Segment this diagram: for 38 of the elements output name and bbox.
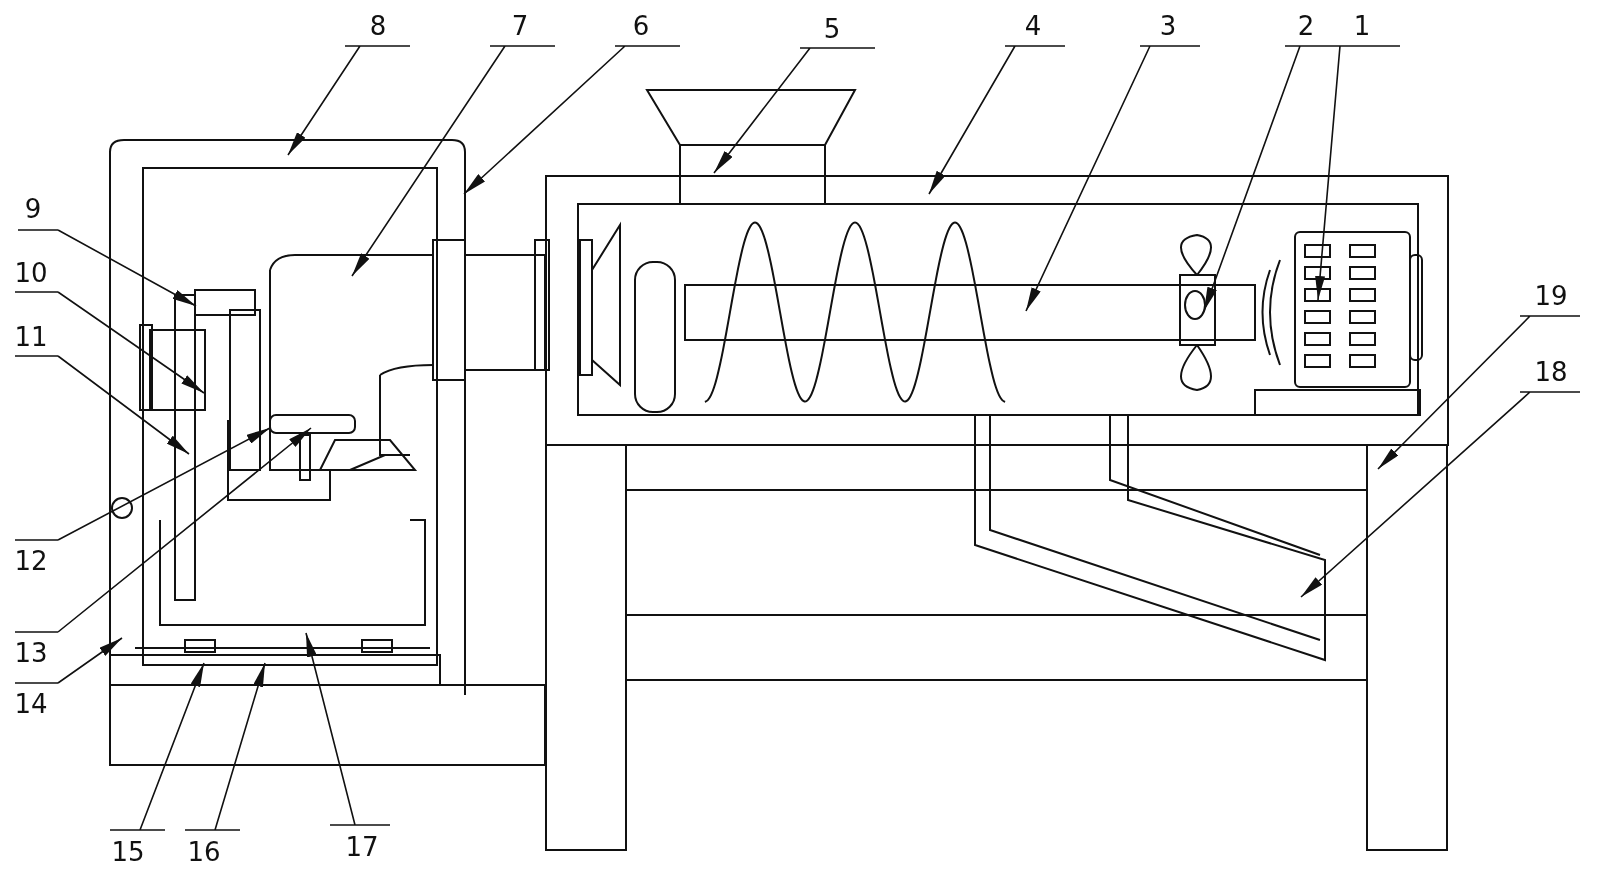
callout-number: 17 [345, 832, 379, 862]
callout-number: 3 [1159, 11, 1177, 41]
leader-line [184, 662, 266, 831]
callout-number: 6 [632, 11, 650, 41]
callout-number: 8 [369, 11, 387, 41]
leader-line [17, 229, 197, 307]
leader-line [463, 45, 681, 195]
leader-line [1377, 315, 1581, 470]
callout-number: 19 [1534, 281, 1568, 311]
leader-line [14, 427, 312, 633]
callout-number: 9 [24, 194, 42, 224]
callout-number: 18 [1534, 357, 1568, 387]
callout-number: 1 [1353, 11, 1371, 41]
leader-line [287, 45, 411, 156]
leader-line [1203, 45, 1341, 312]
callout-number: 14 [14, 689, 48, 719]
leader-line [1300, 391, 1581, 598]
callout-number: 10 [14, 258, 48, 288]
leader-line [1315, 45, 1401, 301]
callout-number: 16 [187, 837, 221, 867]
leader-line [1025, 45, 1201, 312]
leader-line [14, 427, 271, 541]
callout-number: 11 [14, 322, 48, 352]
leader-line [109, 662, 205, 831]
callout-number: 13 [14, 638, 48, 668]
callout-number: 5 [823, 14, 841, 44]
leader-line [305, 632, 391, 826]
callout-number: 2 [1297, 11, 1315, 41]
leader-line [14, 355, 190, 455]
leader-line [713, 47, 876, 174]
leader-line [14, 637, 123, 684]
leader-line [928, 45, 1066, 195]
callout-number: 7 [511, 11, 529, 41]
callout-number: 15 [111, 837, 145, 867]
callout-number: 12 [14, 546, 48, 576]
leader-line [14, 291, 205, 394]
leader-line [351, 45, 556, 277]
callout-number: 4 [1024, 11, 1042, 41]
